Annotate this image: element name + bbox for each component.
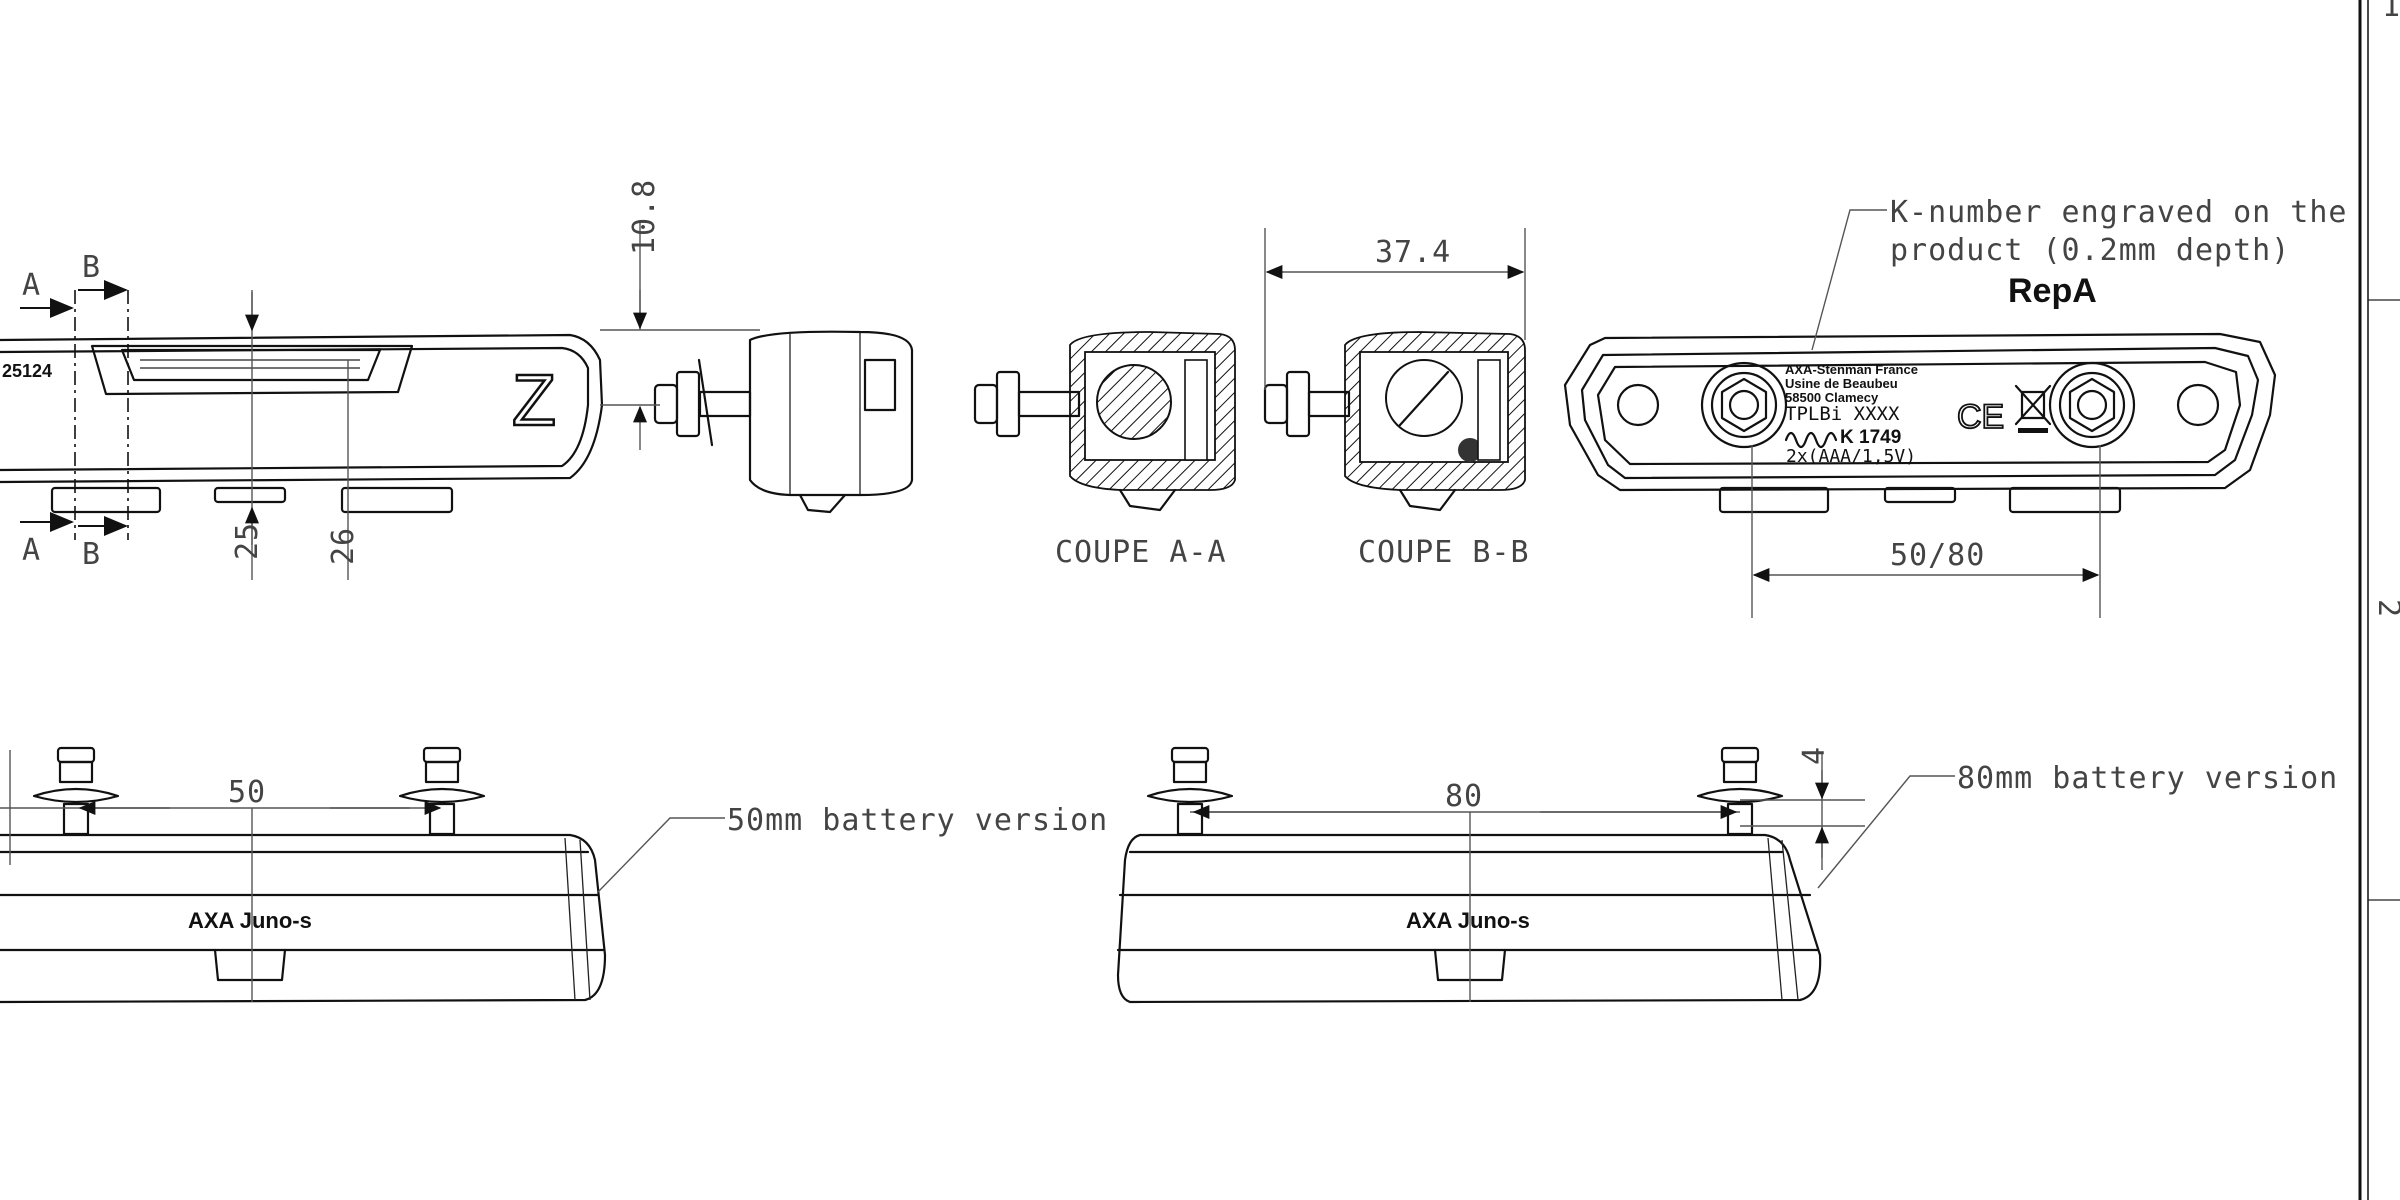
ce-mark: CE — [1957, 398, 2004, 436]
frame-mark-mid: 2 — [2371, 599, 2400, 618]
wave-icon — [1784, 431, 1838, 449]
engraving-line-3: 58500 Clamecy — [1785, 390, 1879, 405]
dim-26: 26 — [326, 527, 361, 565]
weee-bin-icon — [2014, 384, 2052, 433]
battery-50mm-note: 50mm battery version — [727, 803, 1108, 838]
section-b-b: 37.4 COUPE B-B — [1263, 228, 1530, 570]
k-number-note-line-1: K-number engraved on the — [1890, 195, 2347, 230]
dim-10-8: 10.8 — [627, 179, 662, 255]
side-view: 10.8 — [600, 179, 914, 514]
rear-view: AXA-Stenman France Usine de Beaubeu 5850… — [1563, 195, 2347, 618]
rep-label: RepA — [2008, 272, 2097, 310]
battery-80mm-note: 80mm battery version — [1957, 761, 2338, 796]
section-label-a-top: A — [22, 268, 41, 303]
engraving-line-5: K 1749 — [1840, 427, 1901, 448]
dim-50: 50 — [228, 775, 266, 810]
coupe-a-a-label: COUPE A-A — [1055, 535, 1227, 570]
bottom-view-80mm: 80 4 AXA Juno-s 80mm battery version — [1116, 746, 2338, 1004]
section-a-a: COUPE A-A — [973, 331, 1236, 570]
engraving-line-6: 2x(AAA/1,5V) — [1786, 446, 1916, 467]
section-label-a-bottom: A — [22, 533, 41, 568]
dim-25: 25 — [230, 522, 265, 560]
dim-80: 80 — [1445, 779, 1483, 814]
section-label-b-bottom: B — [82, 537, 101, 572]
section-label-b-top: B — [82, 250, 101, 285]
dim-37-4: 37.4 — [1375, 235, 1451, 270]
part-number: 25124 — [2, 361, 52, 381]
engraving-line-1: AXA-Stenman France — [1785, 362, 1918, 377]
bottom-view-50mm: 50 AXA Juno-s 50mm battery version — [0, 746, 1108, 1004]
brand-label-right: AXA Juno-s — [1406, 908, 1530, 933]
dim-50-80: 50/80 — [1890, 538, 1985, 573]
engraving-line-4: TPLBi XXXX — [1785, 403, 1900, 425]
front-view: A B A B 25124 Z 25 26 — [0, 250, 604, 580]
coupe-b-b-label: COUPE B-B — [1358, 535, 1530, 570]
z-glyph: Z — [512, 361, 556, 441]
frame-mark-top: 1 — [2382, 0, 2400, 24]
drawing-frame: 1 2 — [2358, 0, 2400, 1200]
dim-4: 4 — [1797, 746, 1832, 765]
brand-label-left: AXA Juno-s — [188, 908, 312, 933]
k-number-note-line-2: product (0.2mm depth) — [1890, 233, 2290, 268]
engraving-line-2: Usine de Beaubeu — [1785, 376, 1898, 391]
